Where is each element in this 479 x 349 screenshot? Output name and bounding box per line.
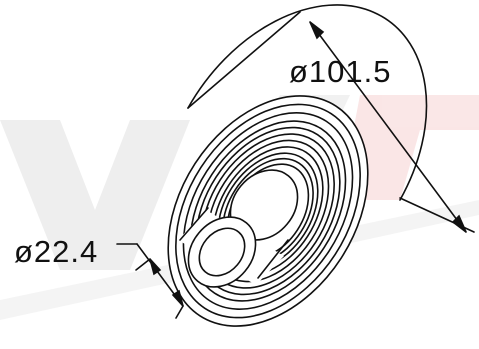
inner-diameter-label: ø22.4 <box>14 234 98 269</box>
hub-bore <box>198 227 246 277</box>
dimension-arrowhead <box>149 258 162 276</box>
outer-diameter-dimension <box>187 11 475 233</box>
dimension-arrowhead <box>171 289 184 307</box>
inner-diameter-dimension <box>116 243 184 319</box>
outer-disc-back-edge <box>187 4 428 201</box>
dimension-arrowhead <box>451 214 467 233</box>
dimension-arrowhead <box>309 21 325 40</box>
outer-diameter-label: ø101.5 <box>289 54 392 89</box>
hub-cylinder <box>178 169 299 288</box>
